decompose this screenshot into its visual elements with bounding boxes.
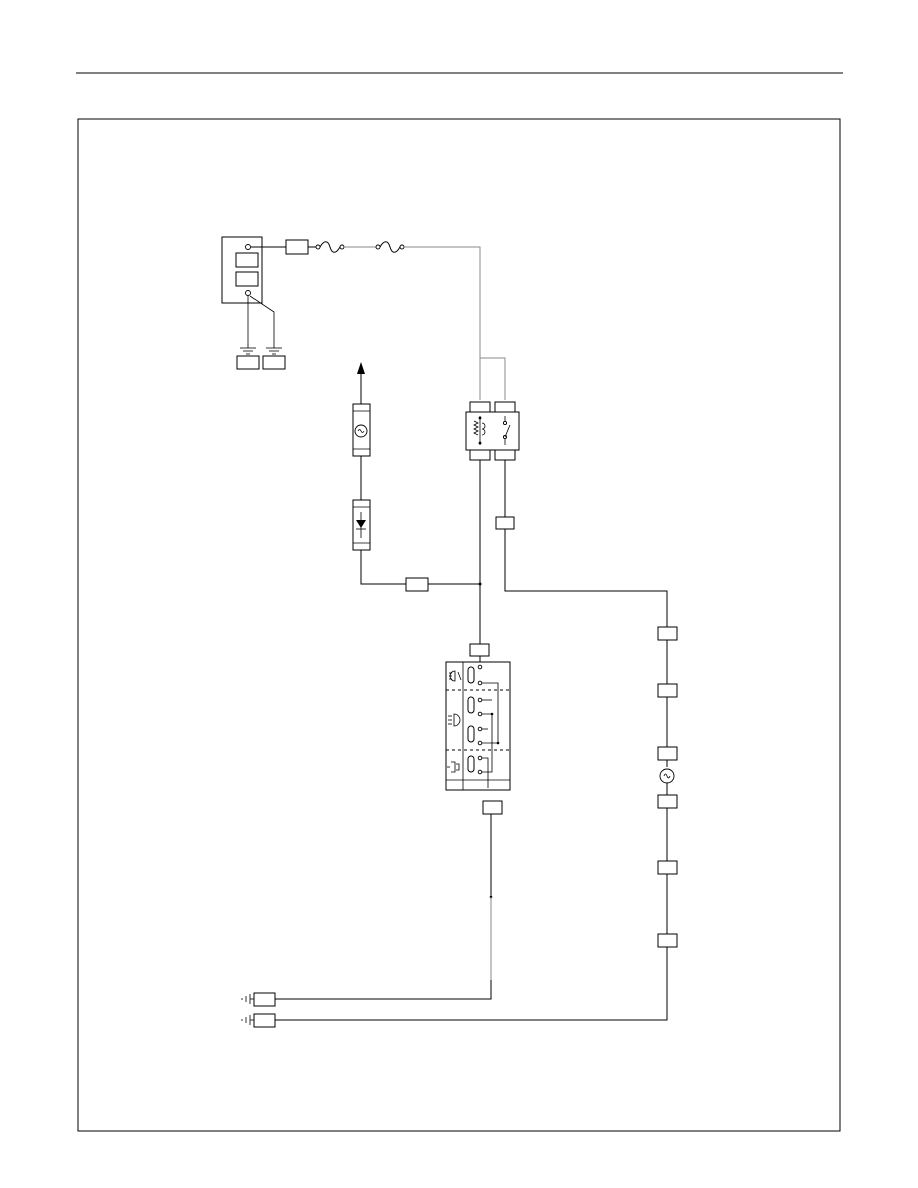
fuse-icon (375, 241, 405, 253)
side-lamp-icon (447, 761, 460, 773)
ground-icon (241, 1013, 276, 1028)
lamp-icon (659, 768, 675, 784)
ground-icon (249, 295, 286, 370)
connector (482, 800, 503, 815)
lamp-icon (352, 362, 371, 500)
connector (285, 239, 309, 255)
diagram-frame (77, 118, 841, 1132)
connector (657, 626, 678, 641)
connector (657, 746, 678, 761)
connector (657, 683, 678, 698)
fuse-icon (315, 241, 345, 253)
connector (657, 933, 678, 948)
connector (405, 577, 429, 592)
diode-icon (352, 499, 371, 551)
battery-block (221, 236, 263, 304)
switch-panel (445, 661, 511, 791)
fog-lamp-icon (449, 670, 462, 682)
ground-icon (241, 992, 276, 1007)
headlamp-icon (448, 713, 461, 727)
connector (469, 643, 490, 657)
relay-icon (465, 401, 520, 461)
ground-icon (236, 296, 260, 370)
connector (657, 794, 678, 809)
connector (657, 860, 678, 875)
connector (495, 516, 515, 530)
